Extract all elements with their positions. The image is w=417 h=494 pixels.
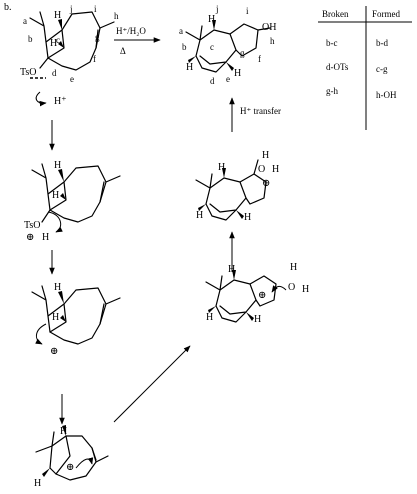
prod-label-e: e [226,74,230,84]
prod-label-i: i [246,6,249,16]
cat2-h-bottom: H [34,478,41,489]
tos-plus-icon: ⊕ [26,232,34,243]
cat1-h-top: H [54,282,61,293]
table-formed-2: c-g [376,64,388,74]
tri-h-left: H [206,312,213,323]
part-label: b. [4,2,12,13]
start-label-a: a [23,16,27,26]
step1-reagent: H⁺ [54,96,67,107]
curved-arrow-icon [35,323,47,345]
prod-h-top: H [208,14,215,25]
protonated-tosylate [31,163,121,223]
tricyclic-cation [205,270,277,323]
bond-table [318,6,412,130]
cation-icon: ⊕ [258,290,266,301]
water-h-right: H [302,284,309,295]
water-o: O [288,282,295,293]
table-broken-3: g-h [326,86,338,96]
water-h-top: H [290,262,297,273]
prod-label-d: d [210,76,215,86]
prod-oh: OH [262,22,276,33]
start-label-g: g [95,32,100,42]
prod-label-a: a [179,26,183,36]
start-h-mid: H [50,38,57,49]
tri-h-right: H [254,314,261,325]
prod-label-c: c [210,42,214,52]
prod-label-h: h [270,36,275,46]
product [185,20,271,73]
table-header-formed: Formed [372,9,400,19]
start-label-d: d [52,68,57,78]
oxo-h-top: H [218,162,225,173]
oxo-o: O [258,164,265,175]
start-label-e: e [70,74,74,84]
start-label-c: c [56,35,60,45]
table-broken-1: b-c [326,38,338,48]
curved-arrow-icon [271,285,287,293]
oxo-h-right: H [244,212,251,223]
tos-h-o: H [42,232,49,243]
start-ots: TsO [20,67,37,78]
curved-arrow-icon [75,457,94,469]
table-formed-3: h-OH [376,90,397,100]
starting-material [29,11,115,79]
prod-label-j: j [215,4,219,14]
table-formed-1: b-d [376,38,388,48]
prod-label-g: g [240,48,245,58]
h-transfer-label: H⁺ transfer [240,106,281,116]
start-label-b: b [28,34,33,44]
cation-1 [31,285,121,345]
start-label-f: f [93,54,96,64]
oxonium-intermediate [195,159,267,221]
reagent-label: H⁺/H₂O [116,26,146,36]
cat2-h-top: H [60,426,67,437]
cation-icon: ⊕ [66,462,74,473]
curved-arrow-icon [35,91,47,107]
oxo-h2: H [272,164,279,175]
cation-icon: ⊕ [262,178,270,189]
table-header-broken: Broken [322,9,349,19]
start-h-top: H [54,10,61,21]
oxo-h1: H [262,150,269,161]
heat-label: Δ [120,46,126,56]
start-label-h: h [114,11,119,21]
start-label-j: j [69,4,73,14]
prod-h-right: H [234,68,241,79]
cat1-h-mid: H [52,312,59,323]
tos-ots: TsO [24,220,41,231]
oxo-h-left: H [196,210,203,221]
curved-arrow-icon [47,211,63,233]
cation-icon: ⊕ [50,346,58,357]
cation-2 [35,425,109,481]
start-label-i: i [94,4,97,14]
prod-label-b: b [182,42,187,52]
tos-h-mid: H [52,190,59,201]
prod-label-f: f [258,54,261,64]
prod-h-left: H [186,62,193,73]
table-broken-2: d-OTs [326,62,349,72]
arrow-right-icon [113,345,191,423]
tos-h-top: H [54,160,61,171]
